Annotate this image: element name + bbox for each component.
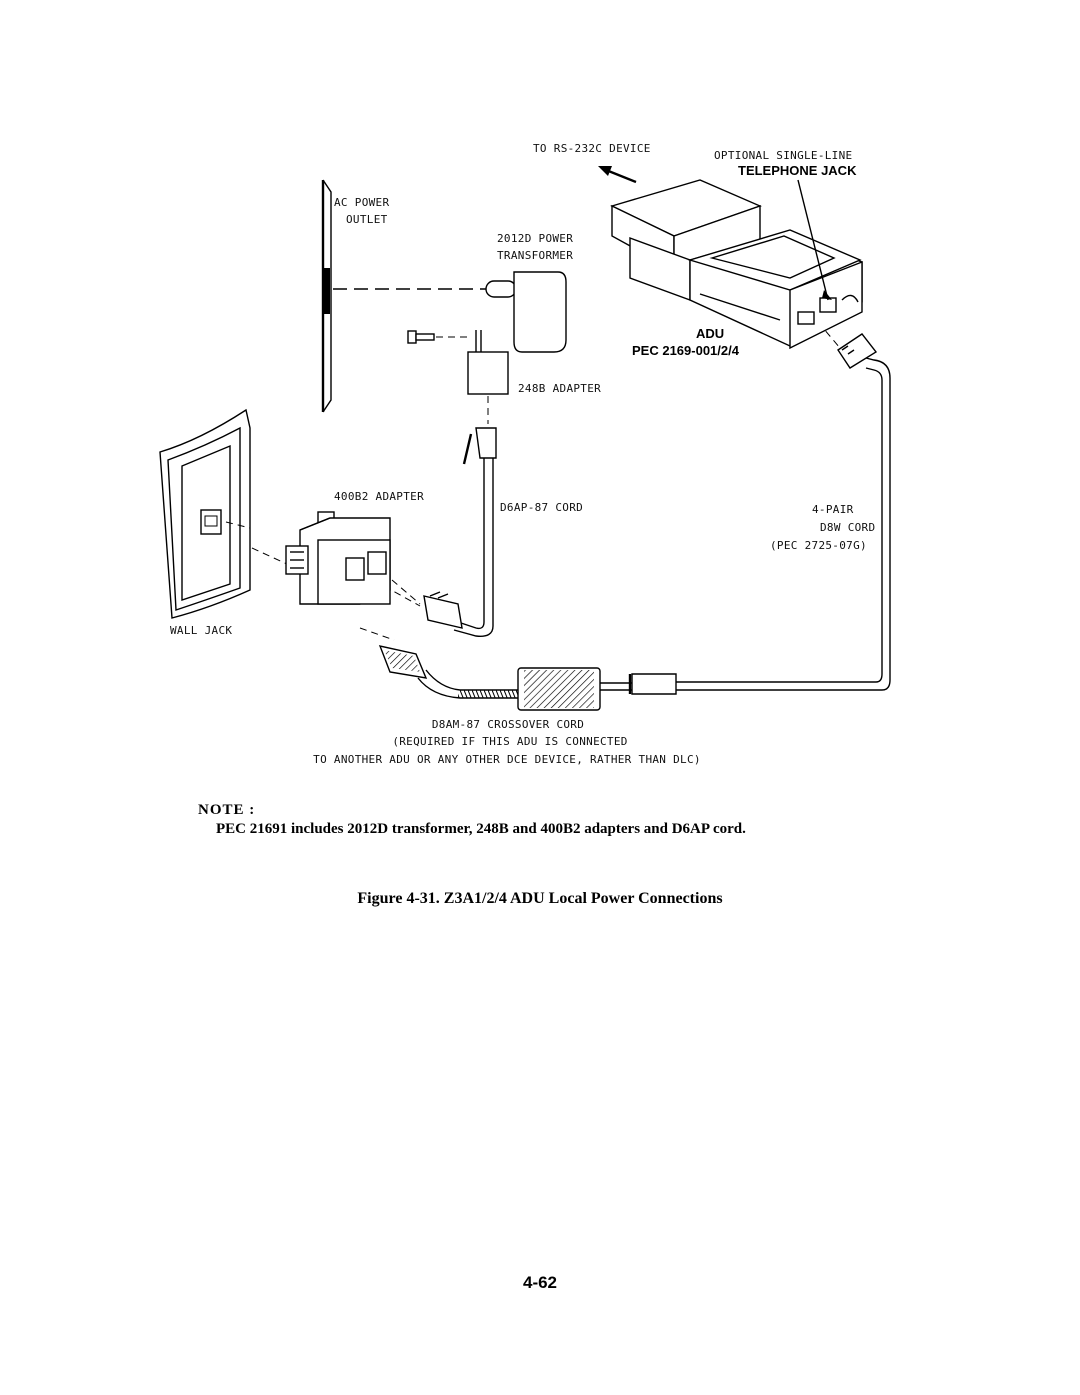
label-to-rs232c: TO RS-232C DEVICE <box>533 142 651 155</box>
label-wall-jack: WALL JACK <box>170 624 232 637</box>
adapter-248b <box>467 351 509 424</box>
label-transformer-line1: 2012D POWER <box>497 232 573 245</box>
label-optional-single-line: OPTIONAL SINGLE-LINE <box>714 149 852 162</box>
label-telephone-jack: TELEPHONE JACK <box>738 163 857 178</box>
label-adu: ADU <box>696 326 724 341</box>
label-d8w-cord: D8W CORD <box>820 521 875 534</box>
adu-unit <box>610 179 863 350</box>
d6ap-cord <box>383 427 497 637</box>
label-adu-pec: PEC 2169-001/2/4 <box>632 343 740 358</box>
leader-lines <box>598 166 832 301</box>
label-248b-adapter: 248B ADAPTER <box>518 382 601 395</box>
note-title: NOTE : <box>198 802 256 818</box>
label-transformer-line2: TRANSFORMER <box>497 249 573 262</box>
label-d8w-pec: (PEC 2725-07G) <box>770 539 867 552</box>
adapter-400b2 <box>285 511 421 641</box>
label-outlet: OUTLET <box>346 213 388 226</box>
page-number: 4-62 <box>522 1273 558 1292</box>
wall-jack <box>159 408 301 619</box>
crossover-cord <box>378 645 632 711</box>
note-block: NOTE : PEC 21691 includes 2012D transfor… <box>198 802 756 839</box>
label-crossover-line1: D8AM-87 CROSSOVER CORD <box>432 718 584 731</box>
label-ac-power: AC POWER <box>334 196 389 209</box>
label-crossover-line2: (REQUIRED IF THIS ADU IS CONNECTED <box>392 735 627 748</box>
figure-caption: Figure 4-31. Z3A1/2/4 ADU Local Power Co… <box>357 890 723 907</box>
label-crossover-line3: TO ANOTHER ADU OR ANY OTHER DCE DEVICE, … <box>313 753 701 766</box>
label-400b2-adapter: 400B2 ADAPTER <box>334 490 424 503</box>
connection-diagram: TO RS-232C DEVICE OPTIONAL SINGLE-LINE T… <box>159 142 891 766</box>
power-transformer <box>333 271 567 353</box>
label-d6ap-cord: D6AP-87 CORD <box>500 501 583 514</box>
label-four-pair: 4-PAIR <box>812 503 854 516</box>
d8w-cord <box>628 321 891 695</box>
note-body: PEC 21691 includes 2012D transformer, 24… <box>216 821 746 837</box>
ac-power-outlet <box>321 179 332 413</box>
